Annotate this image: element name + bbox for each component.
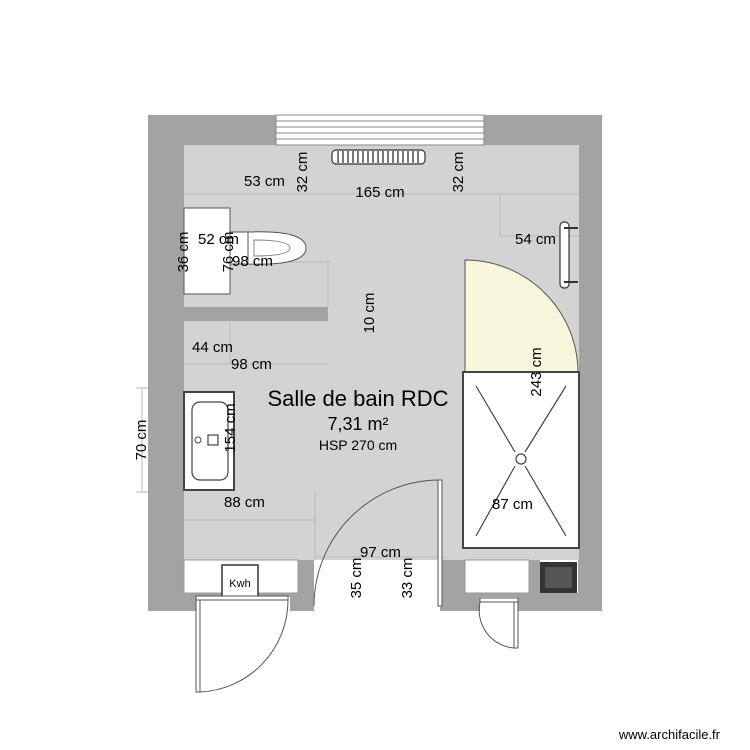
towel-rail: [559, 221, 578, 289]
dim-33: 33 cm: [399, 558, 416, 599]
washbasin-vanity: [183, 391, 235, 491]
dim-54: 54 cm: [515, 231, 556, 248]
room-height: HSP 270 cm: [319, 437, 397, 453]
dim-10: 10 cm: [361, 293, 378, 334]
dim-87: 87 cm: [492, 496, 533, 513]
dim-76: 76 cm: [220, 232, 237, 273]
meter-label: Kwh: [229, 578, 250, 590]
toilet: [229, 231, 307, 265]
dim-97: 97 cm: [360, 544, 401, 561]
dim-32-right: 32 cm: [450, 152, 467, 193]
window-top: [275, 114, 485, 146]
dim-88: 88 cm: [224, 494, 265, 511]
shower-door: [464, 259, 579, 373]
dim-32-left: 32 cm: [294, 152, 311, 193]
watermark: www.archifacile.fr: [618, 727, 721, 742]
door-bottom-right: [478, 597, 519, 649]
dim-98-top: 98 cm: [232, 253, 273, 270]
dim-165: 165 cm: [355, 184, 404, 201]
dim-52: 52 cm: [198, 231, 239, 248]
door-bottom-left: [195, 595, 290, 693]
entrance-door: [313, 479, 443, 611]
washbasin-small: [183, 207, 231, 295]
electric-meter: [221, 564, 259, 600]
room-area: 7,31 m²: [327, 414, 388, 434]
dim-36: 36 cm: [175, 232, 192, 273]
radiator: [331, 149, 426, 165]
utility-box: [540, 562, 577, 593]
room-name: Salle de bain RDC: [268, 386, 449, 411]
dim-44: 44 cm: [192, 339, 233, 356]
dim-154: 154 cm: [222, 403, 239, 452]
dim-243: 243 cm: [528, 347, 545, 396]
shower-tray: [462, 371, 580, 549]
dim-35: 35 cm: [348, 558, 365, 599]
partition-wall: [184, 307, 328, 321]
bottom-niche-mid: [464, 559, 530, 594]
dim-53: 53 cm: [244, 173, 285, 190]
dim-98-mid: 98 cm: [231, 356, 272, 373]
dim-70: 70 cm: [133, 420, 150, 461]
